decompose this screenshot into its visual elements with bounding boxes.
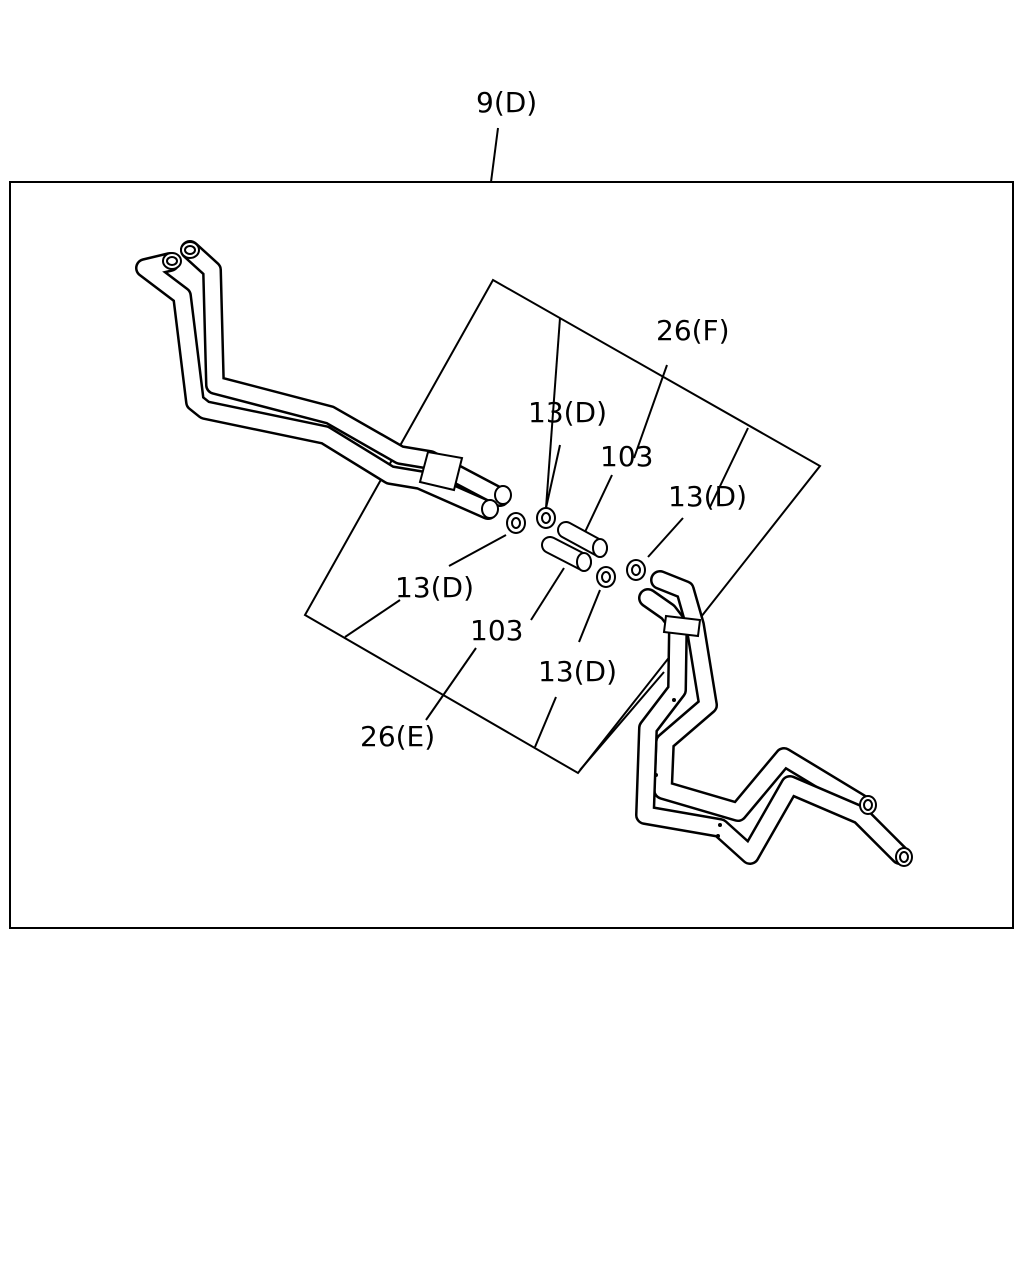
leader-lines — [344, 317, 749, 771]
assembly-frame — [9, 181, 1014, 929]
connector-tube-lower — [541, 536, 592, 572]
callout-hose-lower: 26(E) — [360, 720, 435, 753]
exploded-view-outline — [303, 278, 822, 775]
callout-hose-upper: 26(F) — [656, 314, 730, 347]
right-pipe-assembly — [635, 570, 913, 867]
hose-clamp-lower-left — [506, 512, 526, 534]
callout-clamp-lower-right: 13(D) — [538, 655, 617, 688]
callout-clamp-upper-left: 13(D) — [528, 396, 607, 429]
left-pipe-assembly — [135, 240, 512, 520]
callout-connector-lower: 103 — [470, 614, 523, 647]
callout-assembly: 9(D) — [476, 86, 537, 119]
hose-clamp-upper-right — [626, 559, 646, 581]
hose-clamp-upper-left — [536, 507, 556, 529]
callout-clamp-lower-left: 13(D) — [395, 571, 474, 604]
leader-assembly — [490, 127, 499, 183]
callout-connector-upper: 103 — [600, 440, 653, 473]
hose-clamp-lower-right — [596, 566, 616, 588]
callout-clamp-upper-right: 13(D) — [668, 480, 747, 513]
connector-tube-upper — [557, 521, 608, 558]
